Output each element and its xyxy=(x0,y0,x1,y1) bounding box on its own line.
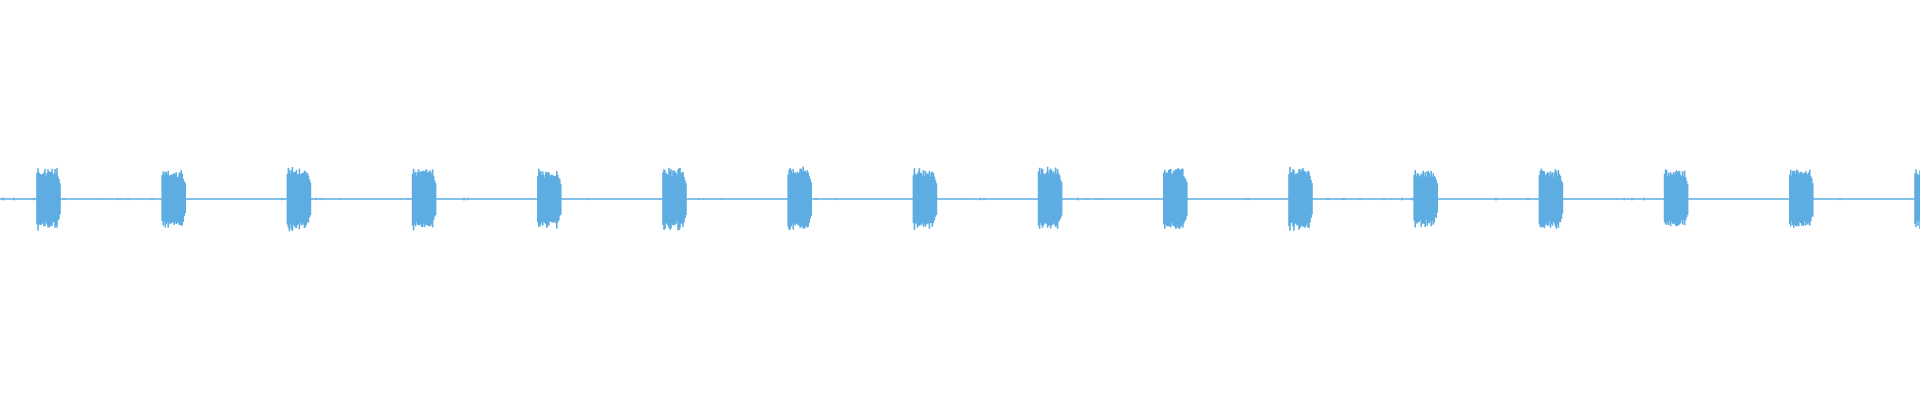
waveform-burst xyxy=(1163,168,1188,229)
waveform-burst xyxy=(537,168,562,229)
waveform-burst xyxy=(161,170,186,228)
waveform-burst xyxy=(1789,169,1814,228)
waveform-burst xyxy=(1538,168,1564,229)
waveform-burst xyxy=(1037,166,1063,229)
waveform-burst xyxy=(1914,169,1920,229)
waveform-bursts xyxy=(36,166,1920,232)
waveform-burst xyxy=(787,166,812,231)
waveform-burst xyxy=(411,168,437,231)
waveform-burst xyxy=(912,168,938,230)
waveform-burst xyxy=(1663,169,1689,227)
waveform-burst xyxy=(662,167,687,231)
waveform-burst xyxy=(1413,170,1438,228)
waveform-burst xyxy=(1288,166,1313,231)
waveform-burst xyxy=(286,167,312,232)
waveform-burst xyxy=(36,167,61,231)
